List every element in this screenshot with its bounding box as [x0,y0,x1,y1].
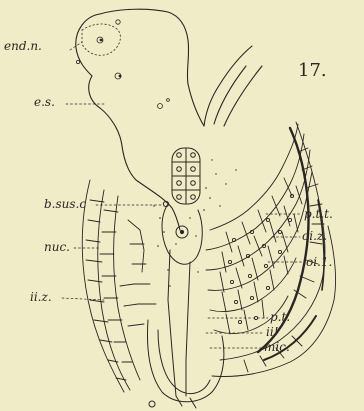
label-oi1: oi.1. [306,256,332,268]
label-ptt: p.t.t. [304,208,333,220]
label-nuc: nuc. [44,241,70,253]
label-oiz: oi.z. [302,230,327,242]
label-pt: p.t. [270,311,290,323]
label-es: e.s. [34,96,55,108]
leader-lines [62,42,304,348]
label-end-n: end.n. [4,40,42,52]
label-ii: ii! [266,326,279,338]
figure-number: 17. [298,62,327,80]
left-tissue [82,180,156,392]
label-mic: mic. [264,341,290,353]
label-iiz: ii.z. [30,291,52,303]
suspensor-cells [162,148,202,396]
embryo-sac-outline [76,9,262,230]
label-bsusc: b.sus.c [44,198,86,210]
